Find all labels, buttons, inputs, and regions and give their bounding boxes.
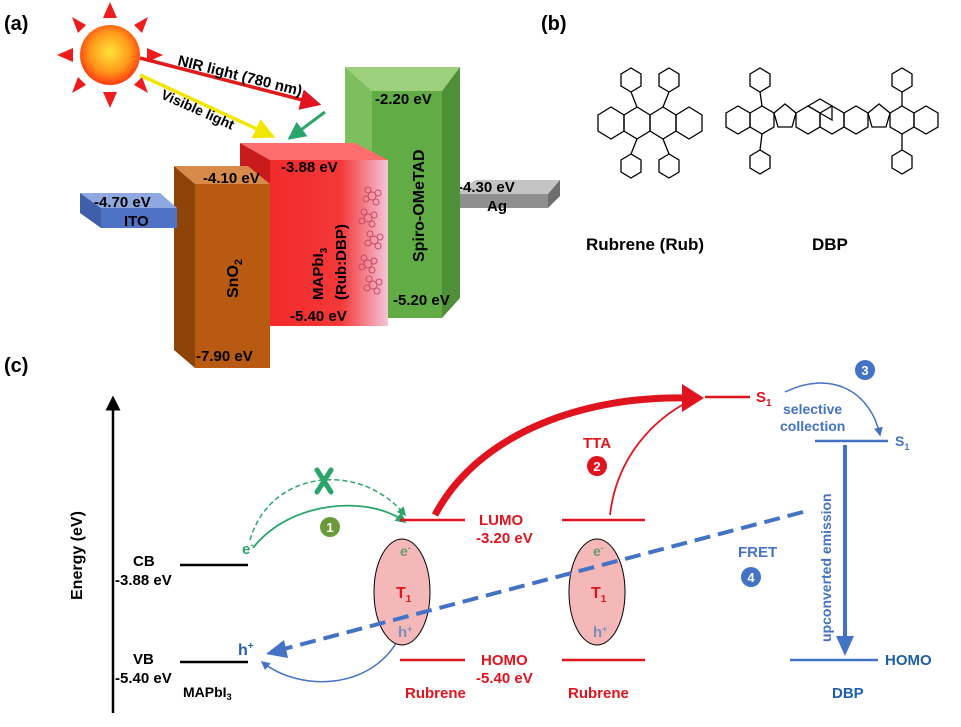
spiro-bottom-level: -5.20 eV	[393, 292, 450, 309]
fret-arrowhead	[266, 640, 288, 658]
ag-name: Ag	[487, 198, 507, 215]
rubrene-2-triplet: T1	[591, 585, 607, 605]
rubrene-dbp-molecules-icon	[358, 186, 384, 295]
ito-level: -4.70 eV	[94, 194, 151, 211]
selective-label: selective	[783, 401, 842, 417]
electron-transfer-arrow	[252, 504, 407, 549]
sno2-top-level: -4.10 eV	[203, 170, 260, 187]
dbp-s1-label: S1	[895, 433, 909, 452]
panel-c-label: (c)	[4, 355, 28, 377]
mapbi-label: MAPbI3	[183, 684, 232, 702]
sun-icon	[57, 2, 163, 108]
cb-label: CB	[133, 553, 155, 570]
rubrene-2-electron: e-	[593, 543, 604, 559]
upconverted-emission-arrowhead	[836, 636, 854, 656]
ag-electrode	[455, 180, 560, 208]
nir-light-label: NIR light (780 nm)	[176, 52, 304, 99]
blocked-cross-icon	[314, 467, 334, 495]
ito-electrode	[80, 193, 177, 228]
rubrene-2-triplet-ellipse	[568, 538, 626, 646]
tta-label: TTA	[583, 435, 611, 452]
step-3-badge	[855, 360, 875, 380]
selective-collection-arrow	[784, 382, 883, 437]
step-1-number: 1	[326, 520, 333, 535]
spiro-name: Spiro-OMeTAD	[411, 149, 428, 262]
fret-label: FRET	[738, 544, 777, 561]
tta-arrow-2	[609, 404, 683, 516]
tta-arrowhead	[682, 384, 704, 412]
hole-transfer-arrow	[260, 639, 399, 683]
cb-value: -3.88 eV	[115, 572, 172, 589]
ag-level: -4.30 eV	[458, 179, 515, 196]
sno2-name: SnO2	[225, 259, 245, 298]
rubrene-1-electron: e-	[400, 543, 411, 559]
dbp-label-c: DBP	[832, 685, 864, 702]
mapbi-name: MAPbI3	[310, 247, 330, 300]
panel-a-label: (a)	[4, 13, 28, 35]
dbp-structure-icon	[725, 67, 939, 175]
step-2-number: 2	[593, 459, 600, 474]
step-4-number: 4	[747, 570, 755, 585]
visible-arrow	[139, 73, 276, 139]
rubrene-1-triplet: T1	[396, 585, 412, 605]
rubrene-structure-icon	[597, 67, 703, 179]
collection-label: collection	[780, 418, 845, 434]
mapbi-doping: (Rub:DBP)	[333, 224, 350, 300]
lumo-value: -3.20 eV	[476, 530, 533, 547]
fret-arrow	[279, 510, 804, 652]
homo-value: -5.40 eV	[476, 670, 533, 687]
perovskite-hole: h+	[238, 641, 254, 659]
step-2-badge	[587, 456, 607, 476]
energy-axis-label: Energy (eV)	[69, 511, 86, 600]
rubrene-2-label: Rubrene	[568, 685, 629, 702]
panel-c: (c) Energy (eV) CB -3.88 eV VB -5.40 eV …	[4, 355, 932, 713]
visible-light-label: Visible light	[159, 86, 237, 133]
rubrene-label: Rubrene (Rub)	[586, 235, 704, 254]
rubrene-1-triplet-ellipse	[373, 538, 431, 646]
panel-b-label: (b)	[541, 13, 567, 35]
perovskite-electron: e-	[242, 540, 254, 558]
panel-b: (b)	[541, 13, 939, 254]
blocked-transfer-arrow	[249, 478, 406, 541]
rubrene-2-hole: h+	[593, 624, 607, 641]
lumo-label: LUMO	[479, 512, 523, 529]
sno2-block	[174, 166, 270, 368]
step-1-badge	[320, 517, 340, 537]
mapbi-bottom-level: -5.40 eV	[290, 308, 347, 325]
rubrene-s1-label: S1	[756, 389, 772, 409]
panel-a: (a) NIR light (780 nm) Visible light	[4, 2, 560, 368]
nir-arrow	[139, 56, 322, 110]
sno2-bottom-level: -7.90 eV	[196, 348, 253, 365]
spiro-top-level: -2.20 eV	[375, 91, 432, 108]
vb-value: -5.40 eV	[115, 670, 172, 687]
mapbi-top-level: -3.88 eV	[281, 159, 338, 176]
dbp-label: DBP	[812, 235, 848, 254]
rubrene-1-hole: h+	[398, 624, 412, 641]
tta-arrow	[431, 394, 691, 517]
homo-label: HOMO	[481, 652, 528, 669]
rubrene-1-label: Rubrene	[405, 685, 466, 702]
green-arrow	[287, 110, 326, 140]
step-4-badge	[741, 567, 761, 587]
dbp-homo-label: HOMO	[885, 652, 932, 669]
upconverted-emission-label: upconverted emission	[818, 493, 834, 642]
vb-label: VB	[133, 651, 154, 668]
ito-name: ITO	[124, 213, 149, 230]
step-3-number: 3	[861, 363, 868, 378]
